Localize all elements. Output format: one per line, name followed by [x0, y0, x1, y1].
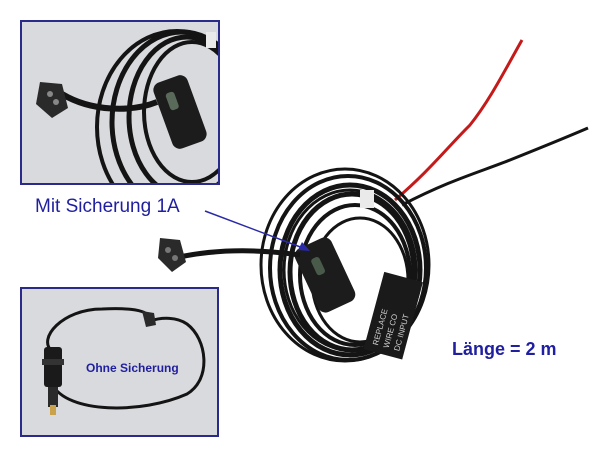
label-with-fuse: Mit Sicherung 1A [35, 196, 180, 217]
black-wire [401, 126, 589, 207]
fuse-holder [294, 237, 356, 313]
inset-closeup-with-fuse [20, 20, 220, 185]
marker-band [360, 190, 374, 208]
label-without-fuse: Ohne Sicherung [86, 361, 179, 375]
red-wire [394, 39, 524, 202]
socket-connector [158, 238, 186, 272]
plug-cable-photo [42, 307, 206, 415]
cigarette-plug [42, 347, 64, 415]
socket-lead [174, 248, 301, 261]
cable-coil [259, 167, 431, 363]
cable-print-box: REPLACE WIRE CO DC INPUT [363, 271, 423, 360]
label-length: Länge = 2 m [452, 339, 557, 359]
closeup-photo [36, 29, 218, 183]
pointer-arrow [204, 210, 310, 251]
inset-plug-without-fuse [20, 287, 219, 437]
